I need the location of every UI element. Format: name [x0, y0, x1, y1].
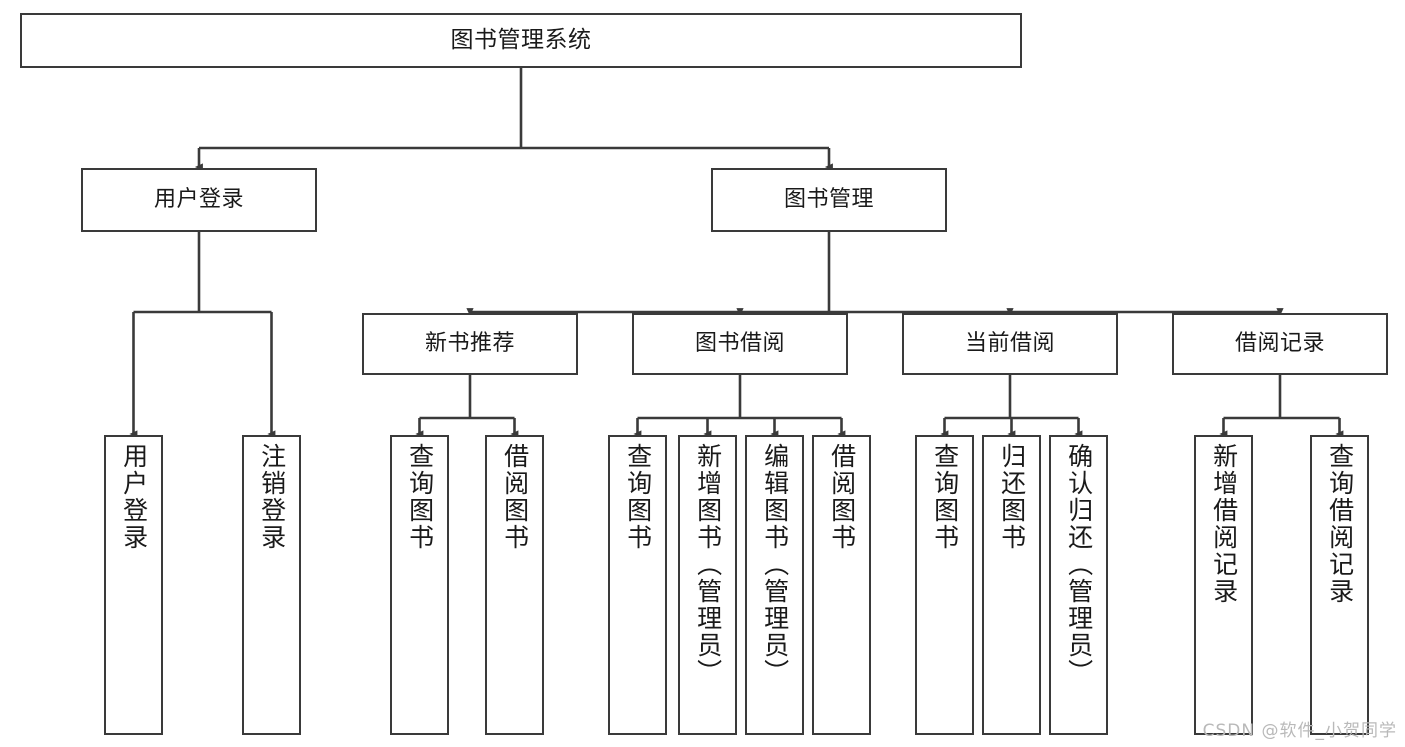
node-new-book-rec[interactable]: 新书推荐	[362, 313, 578, 375]
node-root[interactable]: 图书管理系统	[20, 13, 1022, 68]
node-label: 借阅图书	[827, 443, 857, 551]
node-label: 查询借阅记录	[1325, 443, 1355, 605]
node-label: 新增借阅记录	[1209, 443, 1239, 605]
node-leaf-9[interactable]: 查询图书	[915, 435, 974, 735]
node-label: 当前借阅	[964, 331, 1055, 357]
node-label: 用户登录	[119, 443, 149, 551]
node-label: 用户登录	[153, 187, 244, 213]
node-leaf-2[interactable]: 注销登录	[242, 435, 301, 735]
node-leaf-3[interactable]: 查询图书	[390, 435, 449, 735]
node-book-manage[interactable]: 图书管理	[711, 168, 947, 232]
node-label: 新增图书（管理员）	[693, 443, 723, 686]
node-label: 新书推荐	[424, 331, 515, 357]
node-leaf-11[interactable]: 确认归还（管理员）	[1049, 435, 1108, 735]
node-user-login[interactable]: 用户登录	[81, 168, 317, 232]
node-book-borrow[interactable]: 图书借阅	[632, 313, 848, 375]
node-leaf-10[interactable]: 归还图书	[982, 435, 1041, 735]
node-leaf-5[interactable]: 查询图书	[608, 435, 667, 735]
node-leaf-6[interactable]: 新增图书（管理员）	[678, 435, 737, 735]
node-label: 图书借阅	[694, 331, 785, 357]
node-label: 借阅图书	[500, 443, 530, 551]
node-leaf-7[interactable]: 编辑图书（管理员）	[745, 435, 804, 735]
node-label: 查询图书	[930, 443, 960, 551]
watermark-text: CSDN @软件_小贺同学	[1202, 721, 1397, 741]
node-label: 编辑图书（管理员）	[760, 443, 790, 686]
node-label: 借阅记录	[1234, 331, 1325, 357]
node-leaf-8[interactable]: 借阅图书	[812, 435, 871, 735]
node-label: 图书管理系统	[450, 26, 592, 53]
node-cur-borrow[interactable]: 当前借阅	[902, 313, 1118, 375]
node-leaf-13[interactable]: 查询借阅记录	[1310, 435, 1369, 735]
node-label: 查询图书	[405, 443, 435, 551]
node-borrow-rec[interactable]: 借阅记录	[1172, 313, 1388, 375]
node-label: 图书管理	[783, 187, 874, 213]
node-leaf-1[interactable]: 用户登录	[104, 435, 163, 735]
node-leaf-4[interactable]: 借阅图书	[485, 435, 544, 735]
node-label: 确认归还（管理员）	[1064, 443, 1094, 686]
node-label: 查询图书	[623, 443, 653, 551]
node-label: 归还图书	[997, 443, 1027, 551]
node-label: 注销登录	[257, 443, 287, 551]
node-leaf-12[interactable]: 新增借阅记录	[1194, 435, 1253, 735]
